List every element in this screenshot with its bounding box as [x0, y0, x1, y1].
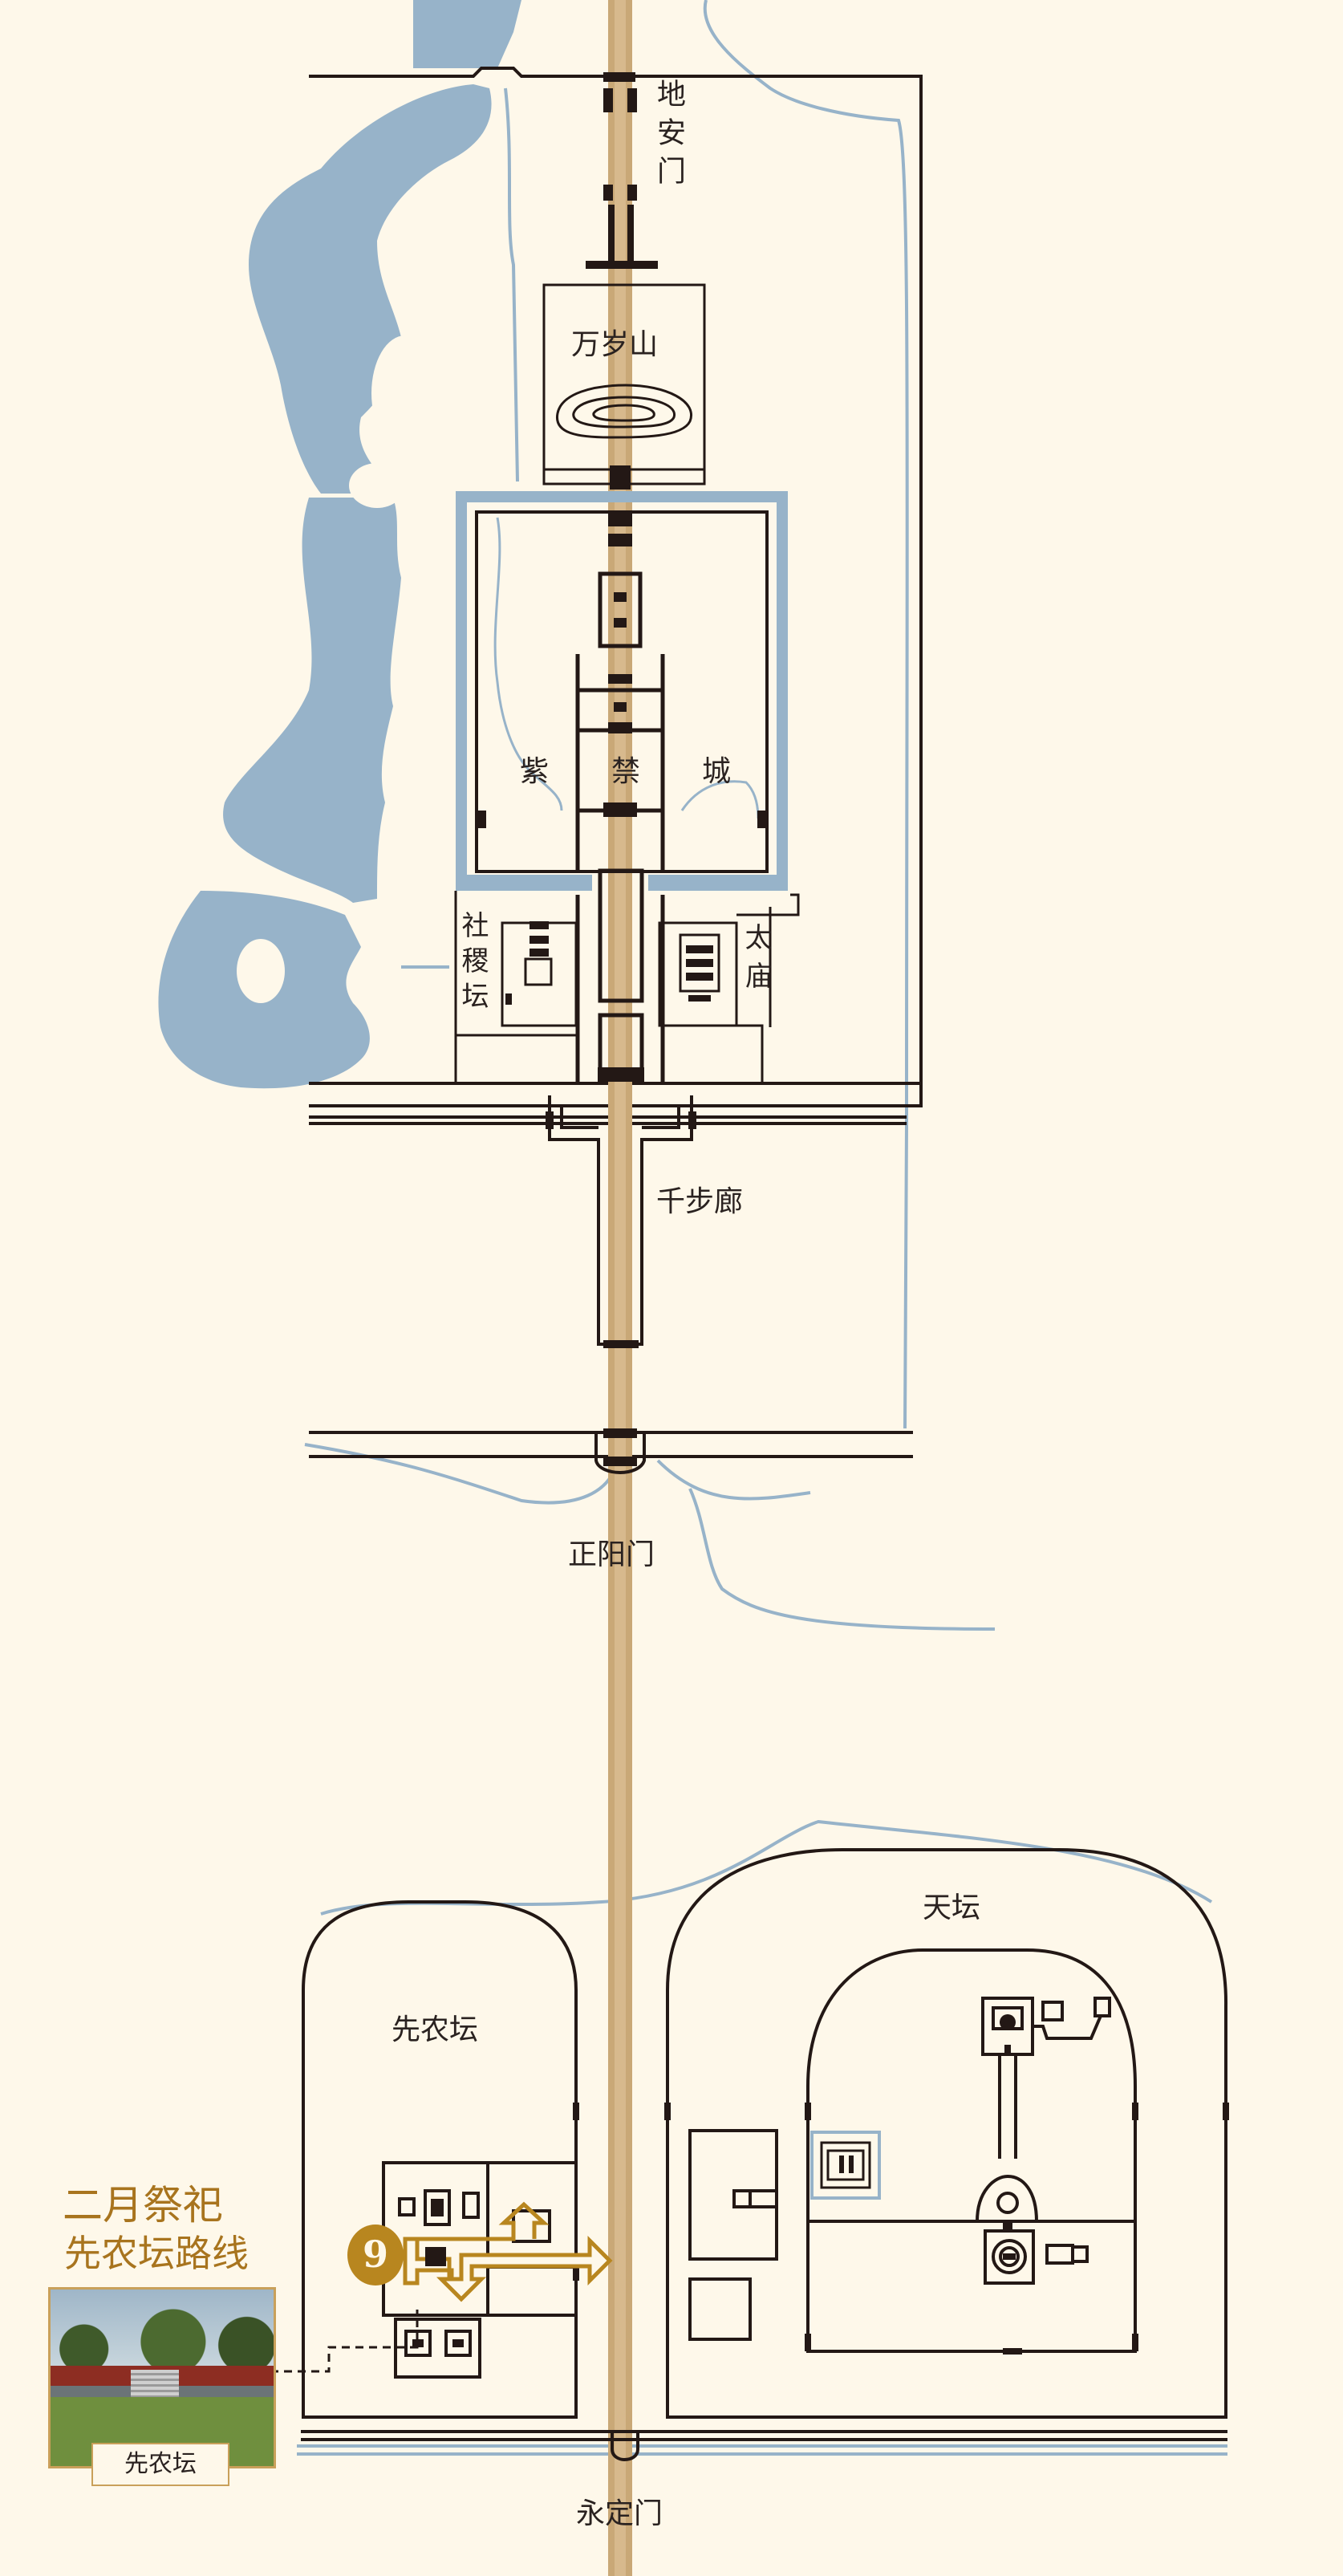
cheng-label: 城 — [702, 755, 732, 788]
wan-sui-shan-label: 万岁山 — [571, 328, 659, 361]
zi-label: 紫 — [520, 755, 550, 788]
route-9 — [270, 2201, 613, 2373]
yong-ding-men-label: 永定门 — [576, 2497, 663, 2530]
tian-tan-label: 天坛 — [923, 1891, 981, 1924]
xian-nong-tan — [302, 1900, 578, 2419]
tai-miao-label: 太庙 — [740, 923, 772, 1000]
zhai-gong — [810, 2131, 881, 2200]
photo-caption: 先农坛 — [91, 2443, 229, 2486]
tian-tan — [666, 1848, 1228, 2419]
xian-nong-tan-label: 先农坛 — [392, 2013, 479, 2046]
xian-nong-tan-photo — [48, 2287, 276, 2468]
tai-miao — [658, 893, 800, 1083]
route-title-line2: 先农坛路线 — [64, 2232, 249, 2275]
she-ji-tan-label: 社稷坛 — [456, 911, 489, 1017]
di-an-men-gate — [586, 72, 658, 269]
route-number: 9 — [363, 2233, 389, 2276]
di-an-men-label: 地安门 — [652, 79, 685, 194]
yong-ding-men-gate — [301, 2430, 1227, 2462]
jin-label: 禁 — [611, 755, 641, 788]
qian-bu-lang-label: 千步廊 — [656, 1185, 744, 1218]
rivers — [297, 0, 1227, 2456]
zheng-yang-men-gate — [594, 1432, 646, 1475]
route-title-line1: 二月祭祀 — [63, 2182, 223, 2229]
zheng-yang-men-label: 正阳门 — [568, 1538, 655, 1571]
